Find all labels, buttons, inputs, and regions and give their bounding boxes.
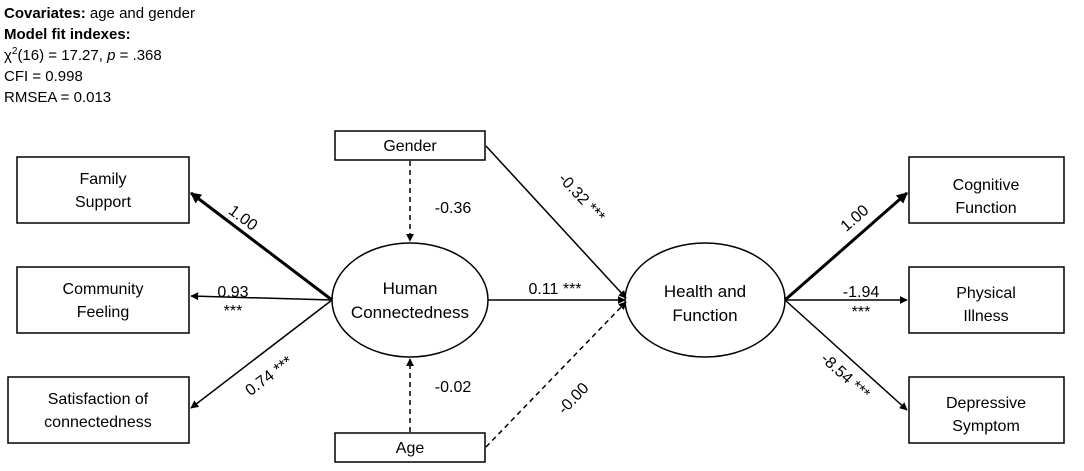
label-community-loading: 0.93	[217, 284, 248, 301]
label-gender-to-hf: -0.32 ***	[555, 170, 608, 225]
label-family-loading: 1.00	[225, 202, 260, 234]
age-node: Age	[334, 432, 486, 463]
path-hc-to-satisfaction	[190, 299, 333, 409]
path-hc-to-community-feeling	[190, 292, 333, 301]
community-feeling-node: Community Feeling	[16, 266, 190, 334]
cognitive-function-line2: Function	[955, 200, 1016, 217]
age-label: Age	[396, 440, 425, 457]
family-support-line1: Family	[79, 171, 126, 188]
community-feeling-line1: Community	[63, 281, 144, 298]
label-community-sig: ***	[224, 303, 243, 320]
cfi-line: CFI = 0.998	[4, 68, 83, 85]
covariates-label: Covariates:	[4, 5, 86, 22]
satisfaction-line1: Satisfaction of	[48, 391, 149, 408]
satisfaction-node: Satisfaction of connectedness	[7, 376, 190, 444]
community-feeling-line2: Feeling	[77, 304, 129, 321]
depressive-symptom-node: Depressive Symptom	[908, 376, 1065, 444]
family-support-line2: Support	[75, 194, 132, 211]
chi-symbol: χ	[4, 47, 12, 64]
physical-illness-line1: Physical	[956, 285, 1016, 302]
label-age-to-hc: -0.02	[435, 379, 472, 396]
path-gender-to-hf	[485, 145, 627, 299]
gender-label: Gender	[383, 138, 437, 155]
satisfaction-line2: connectedness	[44, 414, 152, 431]
model-info: Covariates: age and gender Model fit ind…	[4, 3, 195, 108]
depressive-symptom-line2: Symptom	[952, 418, 1020, 435]
health-function-node: Health and Function	[624, 242, 786, 358]
human-connectedness-line1: Human	[383, 279, 438, 298]
label-cognitive-loading: 1.00	[838, 202, 873, 235]
chi-superscript: 2	[11, 46, 18, 57]
chi-square-line: χ2(16) = 17.27, p = .368	[4, 45, 195, 66]
cognitive-function-node: Cognitive Function	[908, 156, 1065, 224]
covariates-value: age and gender	[85, 5, 195, 22]
label-age-to-hf: -0.00	[555, 380, 593, 418]
physical-illness-node: Physical Illness	[908, 266, 1065, 334]
human-connectedness-node: Human Connectedness	[331, 242, 489, 358]
gender-node: Gender	[334, 130, 486, 161]
label-physical-loading: -1.94	[843, 284, 880, 301]
human-connectedness-line2: Connectedness	[351, 303, 469, 322]
p-value: = .368	[115, 47, 162, 64]
depressive-symptom-line1: Depressive	[946, 395, 1026, 412]
label-physical-sig: ***	[852, 304, 871, 321]
p-symbol: p	[107, 47, 116, 64]
label-depressive-loading: -8.54 ***	[817, 350, 873, 403]
label-gender-to-hc: -0.36	[435, 200, 472, 217]
path-hc-to-family-support	[190, 191, 333, 302]
physical-illness-line2: Illness	[963, 308, 1008, 325]
chi-df: (16) = 17.27,	[17, 47, 108, 64]
path-hf-to-cognitive-function	[784, 191, 908, 302]
path-hf-to-depressive-symptom	[784, 299, 908, 411]
rmsea-line: RMSEA = 0.013	[4, 89, 112, 106]
label-hc-to-hf: 0.11 ***	[528, 281, 581, 298]
covariates-line: Covariates: age and gender	[4, 3, 195, 24]
model-fit-title: Model fit indexes:	[4, 26, 131, 43]
cognitive-function-line1: Cognitive	[953, 177, 1020, 194]
family-support-node: Family Support	[16, 156, 190, 224]
path-age-to-hf	[485, 301, 627, 448]
health-function-line1: Health and	[664, 282, 746, 301]
label-satisfaction-loading: 0.74 ***	[243, 353, 297, 399]
health-function-line2: Function	[672, 306, 737, 325]
